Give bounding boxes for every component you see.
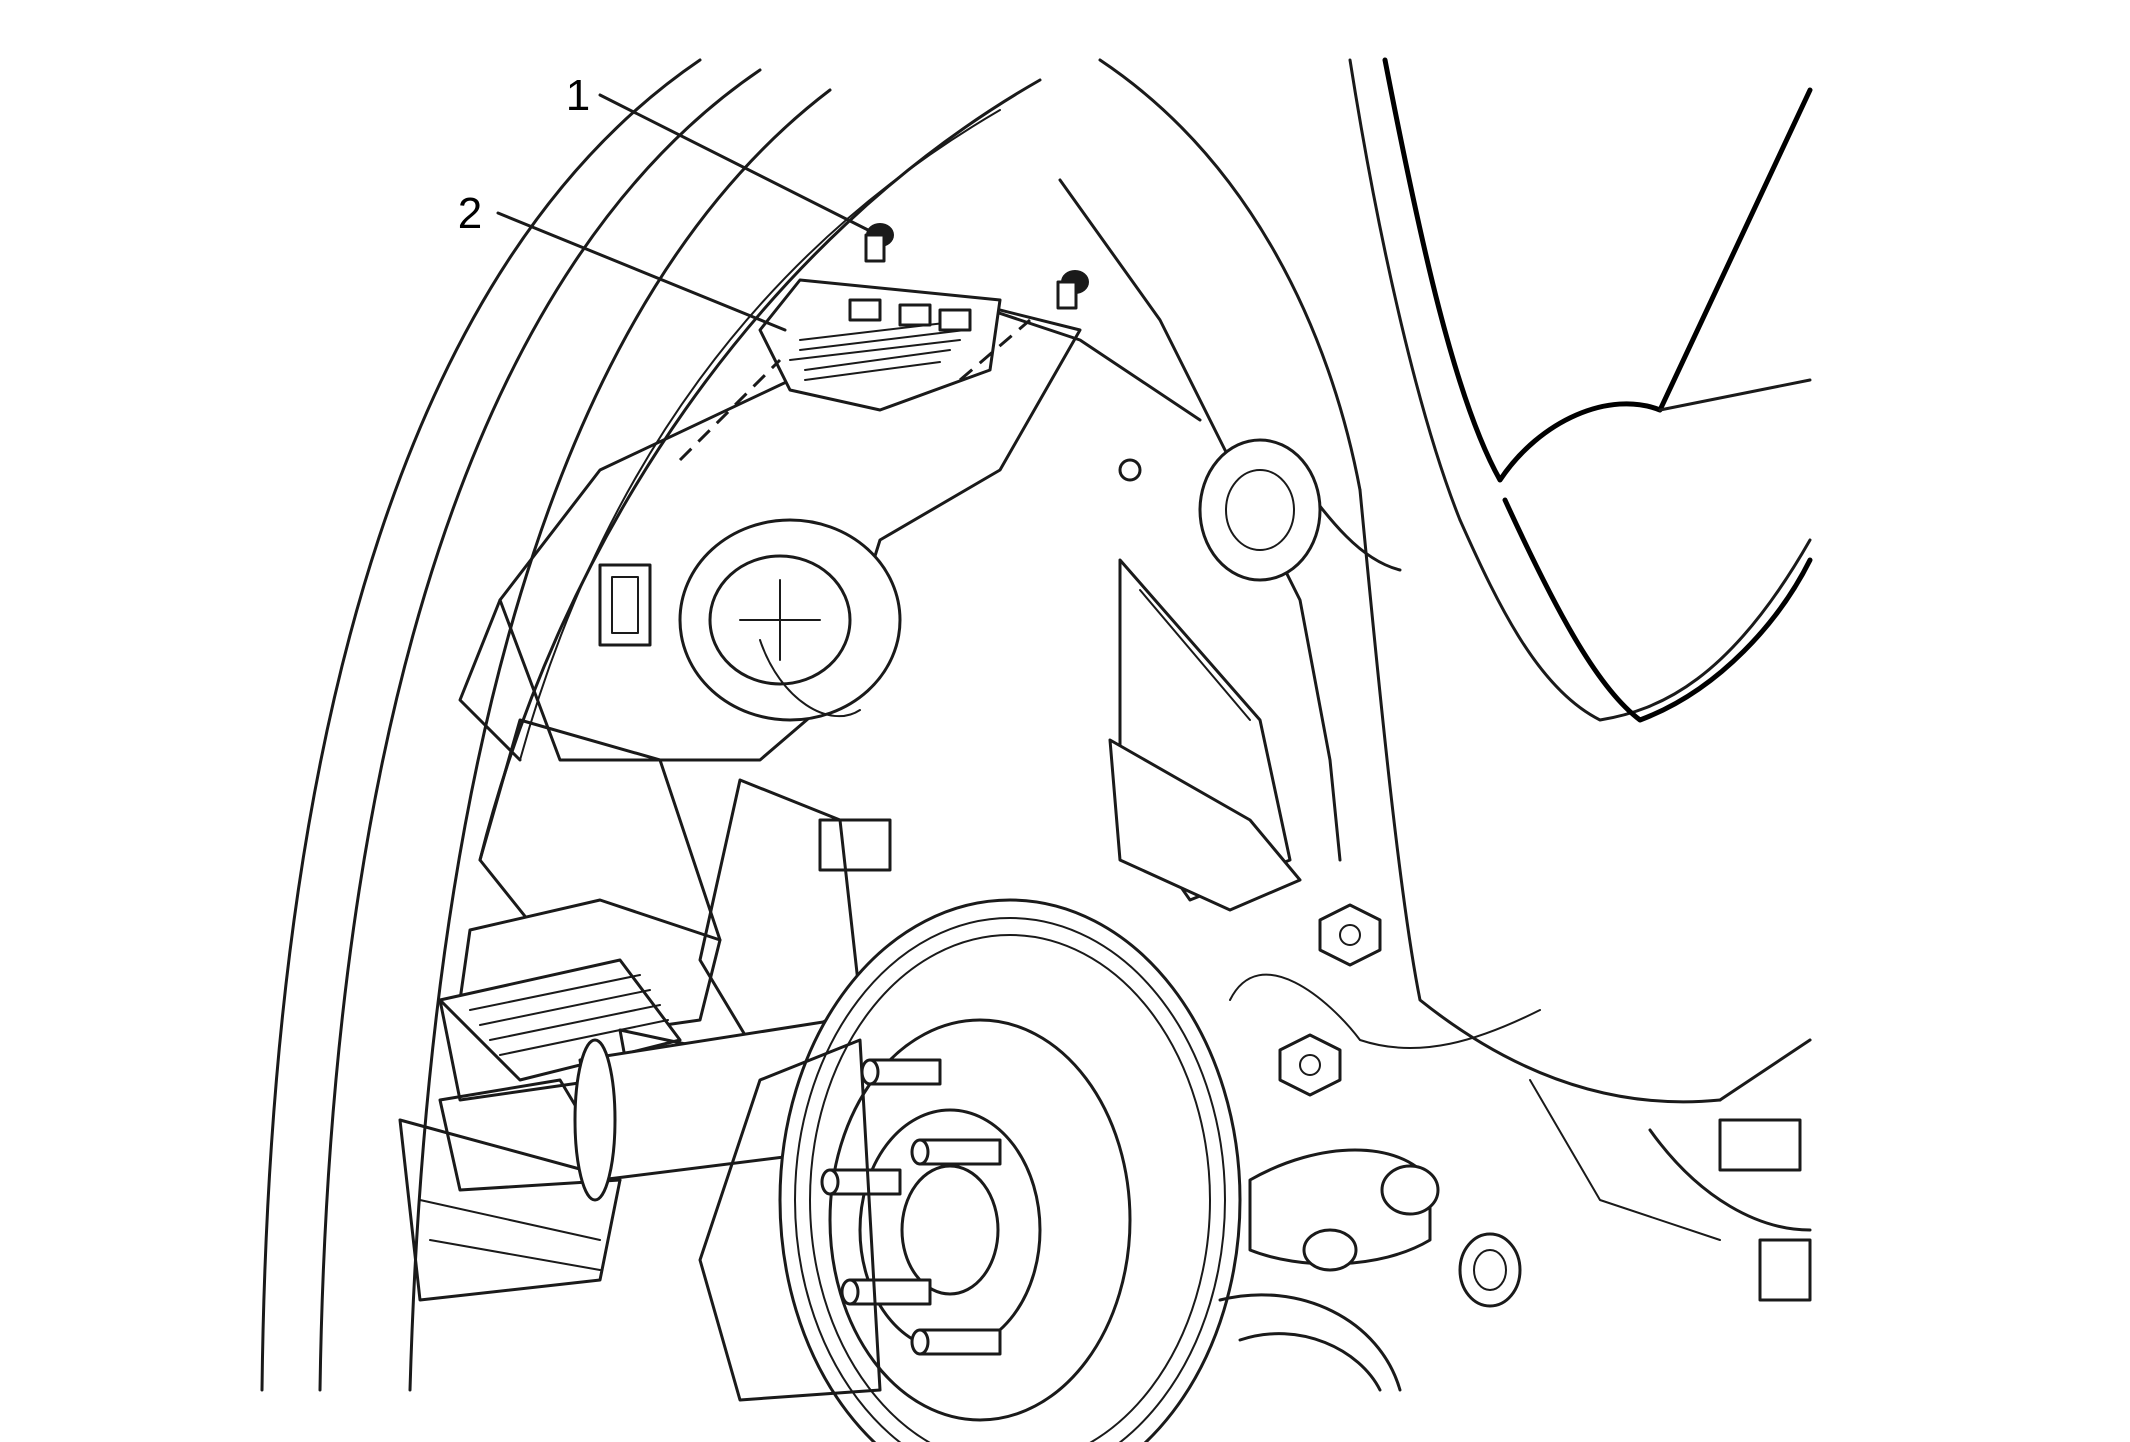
strut-tower: [958, 178, 1342, 912]
bolt-2: [1056, 270, 1089, 310]
left-structure: [398, 718, 892, 1302]
bolts: [864, 223, 1089, 310]
wheel-studs: [820, 1058, 1002, 1356]
control-arm: [1218, 1148, 1522, 1392]
nuts: [1278, 903, 1382, 1097]
housing: [458, 298, 1082, 762]
callout-1-label: 1: [566, 71, 590, 120]
brake-rotor: [778, 898, 1242, 1442]
hub-carrier: [698, 1038, 882, 1402]
control-module: [678, 278, 1031, 462]
callout-leaders: [496, 93, 870, 332]
bolt-1: [864, 223, 894, 263]
callout-2-label: 2: [458, 189, 482, 238]
connector-grid: [438, 958, 682, 1082]
wiring: [1229, 973, 1812, 1302]
